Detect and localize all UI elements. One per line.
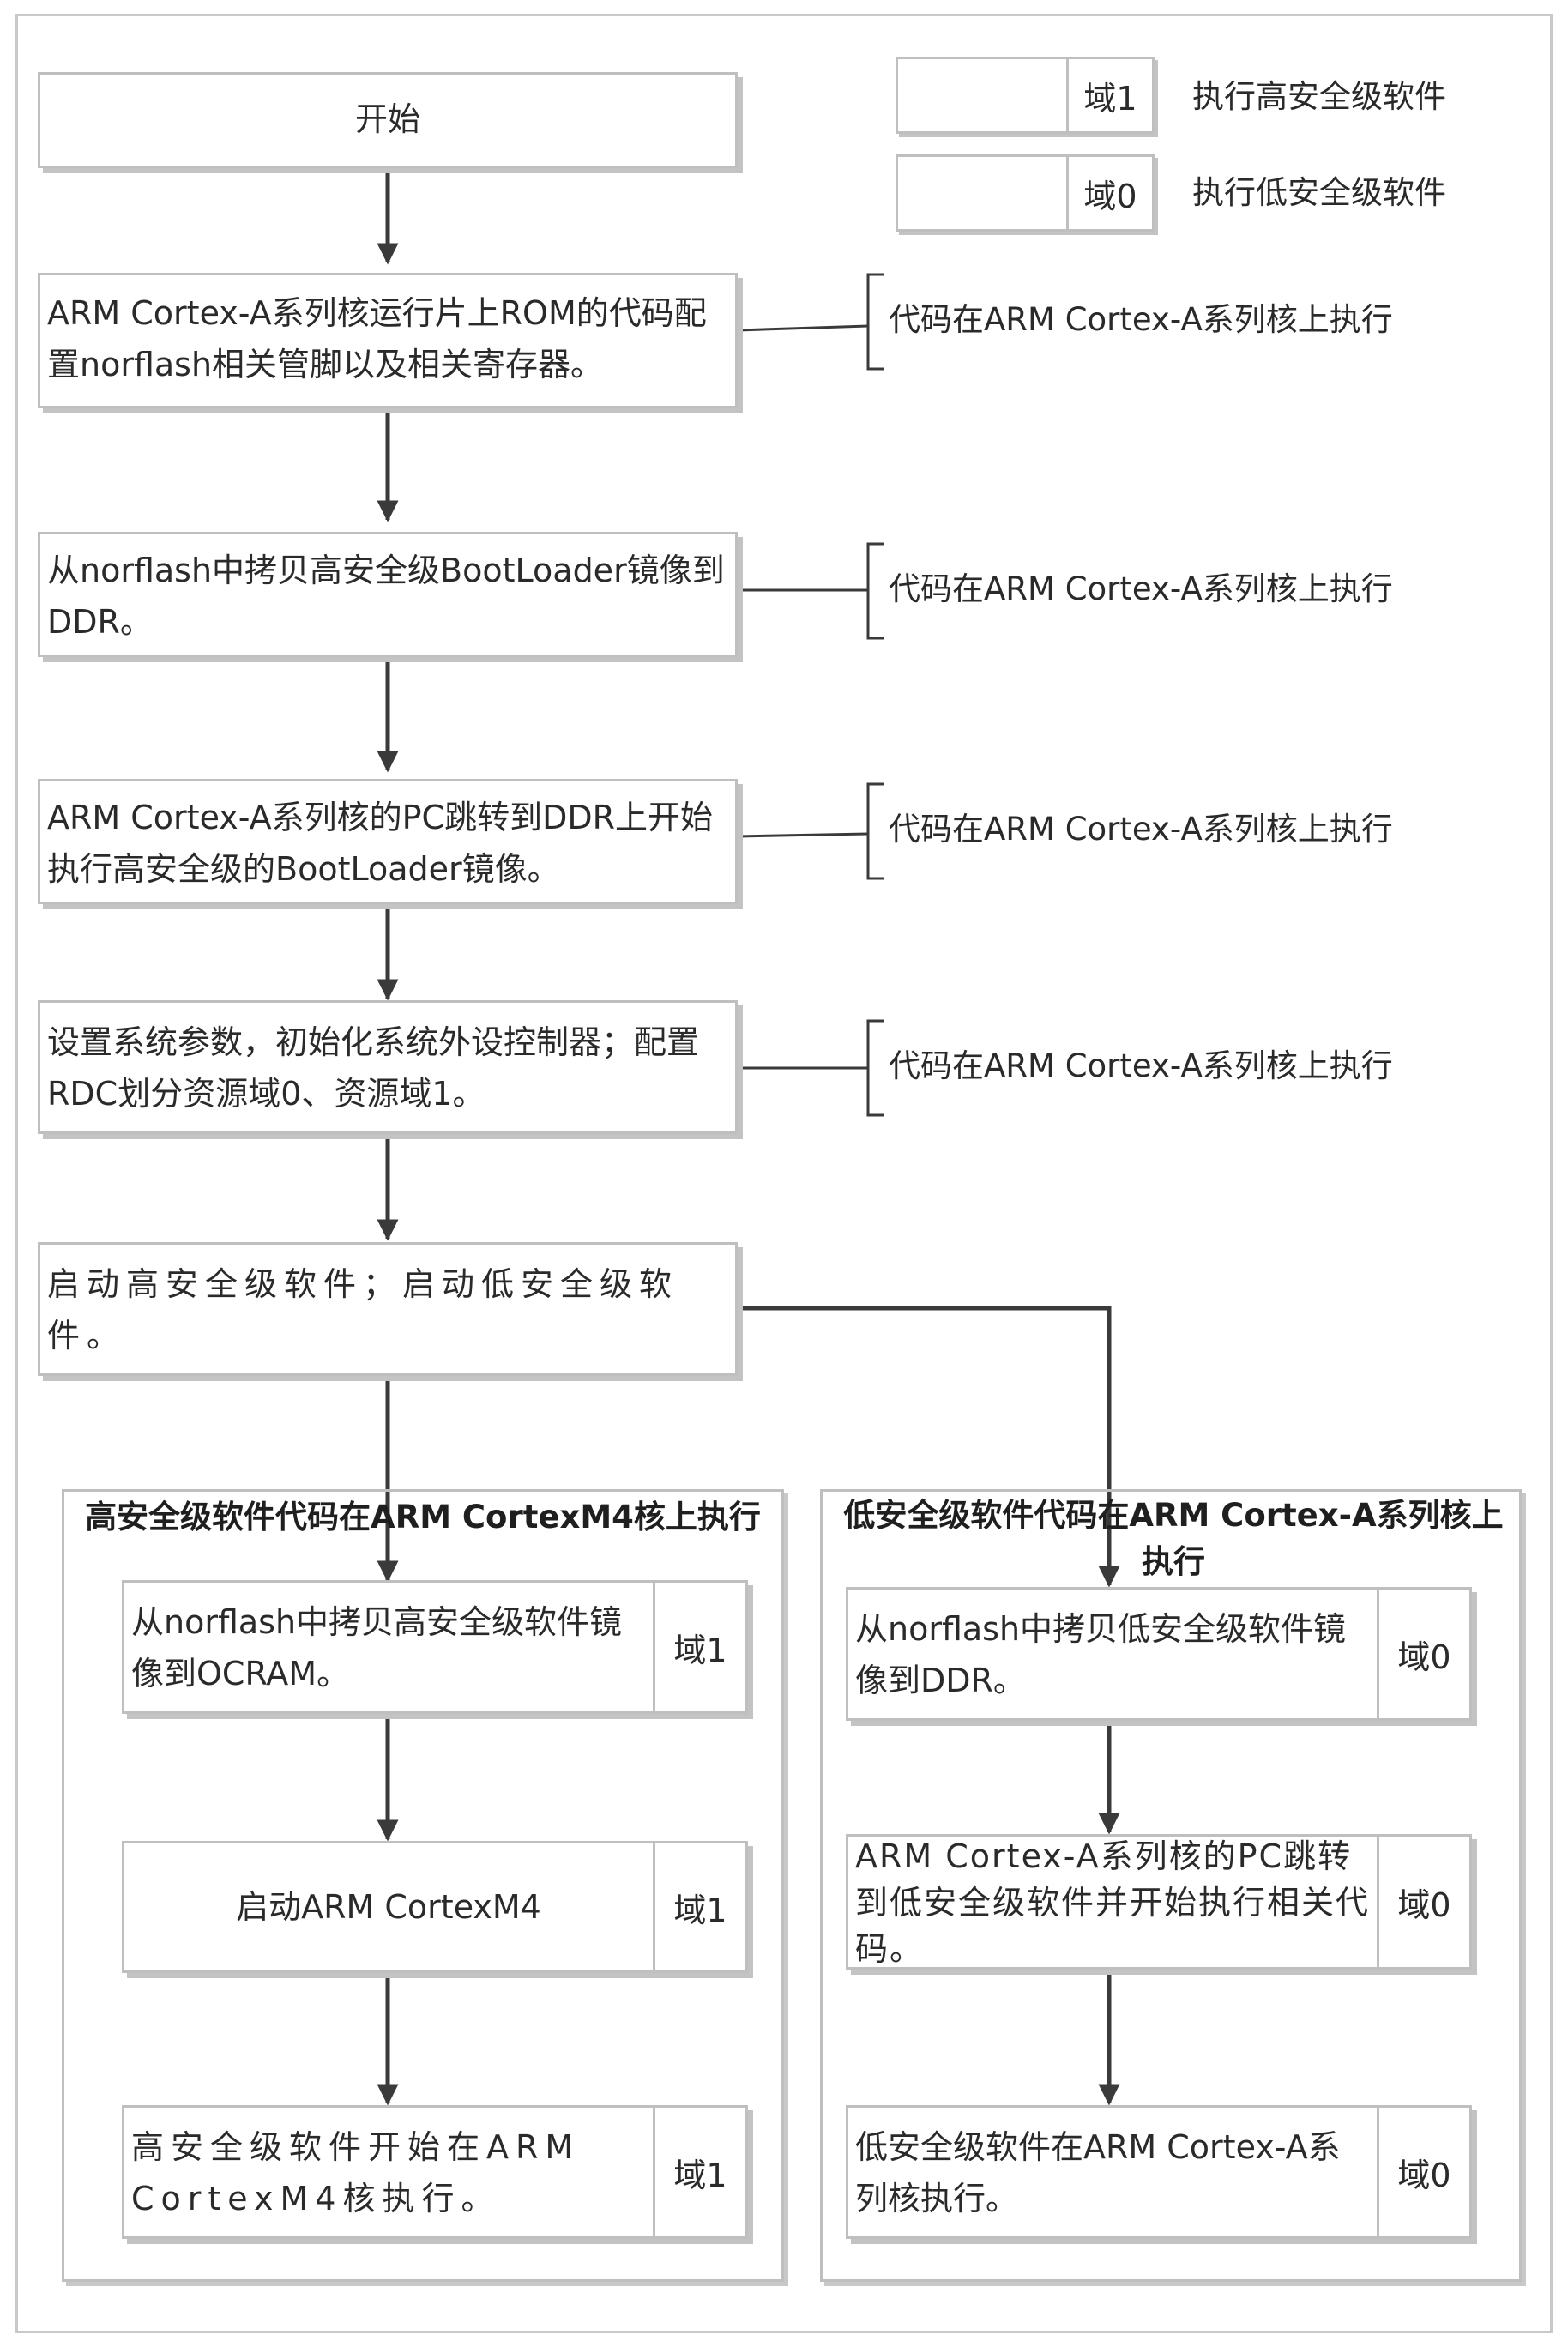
side-note-1: 代码在ARM Cortex-A系列核上执行 (889, 301, 1393, 338)
legend-label-domain1: 执行高安全级软件 (1192, 78, 1446, 115)
legend-tag-domain1: 域1 (1066, 59, 1152, 131)
note-bracket-3 (866, 782, 884, 880)
step-copy-bootloader: 从norflash中拷贝高安全级BootLoader镜像到DDR。 (38, 532, 738, 657)
right-step-copy-ddr-text: 从norflash中拷贝低安全级软件镜像到DDR。 (855, 1610, 1347, 1699)
step-pc-jump-ddr: ARM Cortex-A系列核的PC跳转到DDR上开始执行高安全级的BootLo… (38, 779, 738, 904)
right-step-run-a-text: 低安全级软件在ARM Cortex-A系列核执行。 (855, 2128, 1341, 2217)
legend-swatch-domain1: 域1 (896, 57, 1155, 134)
right-step-pc-jump-text: ARM Cortex-A系列核的PC跳转到低安全级软件并开始执行相关代码。 (855, 1837, 1371, 1968)
left-step-copy-ocram-tag: 域1 (653, 1583, 745, 1711)
step-copy-bootloader-text: 从norflash中拷贝高安全级BootLoader镜像到DDR。 (47, 552, 725, 641)
left-step-run-m4-tag: 域1 (653, 2108, 745, 2236)
step-rom-config: ARM Cortex-A系列核运行片上ROM的代码配置norflash相关管脚以… (38, 273, 738, 408)
start-box: 开始 (38, 72, 738, 168)
step-pc-jump-ddr-text: ARM Cortex-A系列核的PC跳转到DDR上开始执行高安全级的BootLo… (47, 799, 714, 888)
left-step-start-m4-text: 启动ARM CortexM4 (236, 1888, 541, 1926)
left-step-copy-ocram-text: 从norflash中拷贝高安全级软件镜像到OCRAM。 (131, 1603, 623, 1692)
start-label: 开始 (354, 100, 420, 138)
left-step-run-m4-text: 高安全级软件开始在ARM CortexM4核执行。 (131, 2128, 581, 2217)
note-link-1 (737, 324, 869, 332)
left-step-start-m4: 启动ARM CortexM4 域1 (122, 1841, 748, 1973)
side-note-4: 代码在ARM Cortex-A系列核上执行 (889, 1047, 1393, 1084)
arrow-step5-to-right (738, 1306, 1120, 1588)
right-step-pc-jump-tag: 域0 (1377, 1837, 1469, 1967)
right-step-copy-ddr: 从norflash中拷贝低安全级软件镜像到DDR。 域0 (846, 1587, 1472, 1721)
left-step-run-m4: 高安全级软件开始在ARM CortexM4核执行。 域1 (122, 2105, 748, 2239)
high-security-group-title: 高安全级软件代码在ARM CortexM4核上执行 (85, 1499, 761, 1536)
side-note-2: 代码在ARM Cortex-A系列核上执行 (889, 570, 1393, 607)
right-step-copy-ddr-tag: 域0 (1377, 1590, 1469, 1718)
note-bracket-2 (866, 542, 884, 640)
note-bracket-4 (866, 1019, 884, 1117)
step-rom-config-text: ARM Cortex-A系列核运行片上ROM的代码配置norflash相关管脚以… (47, 294, 707, 383)
low-security-group-title: 低安全级软件代码在ARM Cortex-A系列核上执行 (843, 1497, 1504, 1580)
high-security-group (62, 1489, 784, 2282)
left-step-copy-ocram: 从norflash中拷贝高安全级软件镜像到OCRAM。 域1 (122, 1580, 748, 1714)
step-launch-software-text: 启动高安全级软件；启动低安全级软件。 (47, 1265, 679, 1355)
legend-swatch-domain0: 域0 (896, 154, 1155, 232)
legend-tag-domain0: 域0 (1066, 157, 1152, 229)
note-link-3 (737, 832, 869, 838)
left-step-start-m4-tag: 域1 (653, 1843, 745, 1970)
right-step-run-a: 低安全级软件在ARM Cortex-A系列核执行。 域0 (846, 2105, 1472, 2239)
side-note-3: 代码在ARM Cortex-A系列核上执行 (889, 811, 1393, 848)
legend-label-domain0: 执行低安全级软件 (1192, 174, 1446, 211)
note-bracket-1 (866, 273, 884, 371)
diagram-frame (15, 14, 1553, 2333)
right-step-run-a-tag: 域0 (1377, 2108, 1469, 2236)
step-system-setup: 设置系统参数，初始化系统外设控制器；配置RDC划分资源域0、资源域1。 (38, 1000, 738, 1134)
right-step-pc-jump: ARM Cortex-A系列核的PC跳转到低安全级软件并开始执行相关代码。 域0 (846, 1834, 1472, 1970)
step-launch-software: 启动高安全级软件；启动低安全级软件。 (38, 1242, 738, 1376)
low-security-group (820, 1489, 1522, 2282)
step-system-setup-text: 设置系统参数，初始化系统外设控制器；配置RDC划分资源域0、资源域1。 (47, 1023, 700, 1113)
